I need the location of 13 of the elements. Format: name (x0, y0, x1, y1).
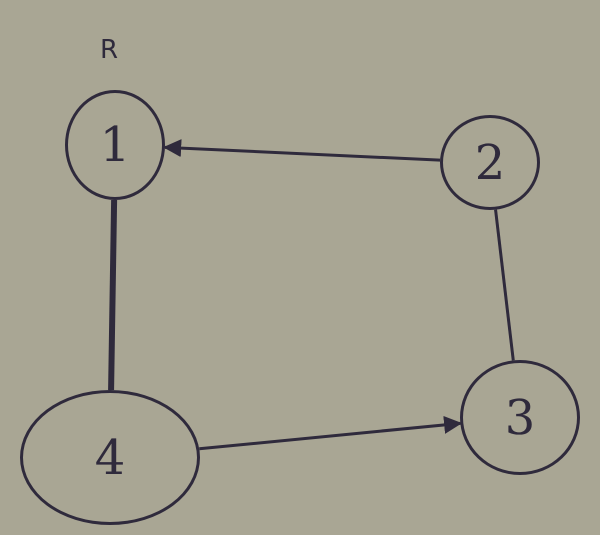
connector (199, 416, 462, 450)
node-label: 4 (94, 430, 126, 486)
connector (494, 210, 515, 361)
node-annotation: R (100, 35, 118, 65)
node-circle (20, 390, 200, 525)
node-label: 2 (474, 134, 506, 190)
node-label: 1 (100, 117, 130, 173)
connector (108, 200, 118, 390)
node-circle (440, 115, 540, 210)
node-label: 3 (504, 390, 536, 446)
connector (163, 139, 440, 162)
node-circle (460, 360, 580, 475)
node-circle (65, 90, 165, 200)
